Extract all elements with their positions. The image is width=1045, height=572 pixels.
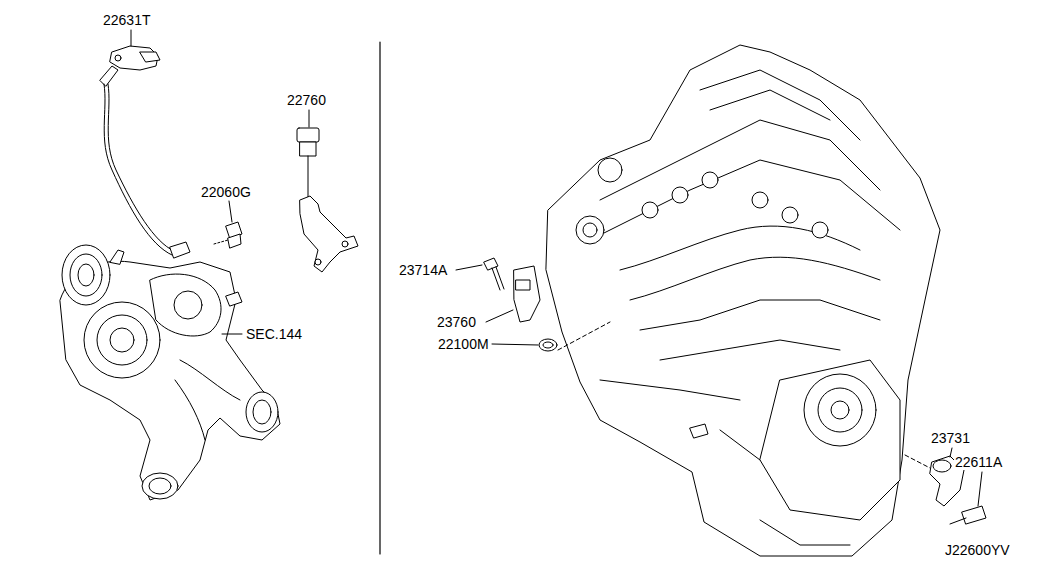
callout-number: 22611A xyxy=(954,455,1003,470)
cam-sensor-parts xyxy=(484,258,610,351)
callout-number: 22760 xyxy=(286,93,327,108)
pressure-sensor xyxy=(100,46,190,258)
turbocharger xyxy=(60,245,280,500)
section-reference: SEC.144 xyxy=(245,327,303,342)
callout-number: 22631T xyxy=(102,13,151,28)
callout-number: 22060G xyxy=(200,185,252,200)
leader-lines xyxy=(131,30,982,506)
callout-number: 23714A xyxy=(398,263,448,278)
temperature-sensor xyxy=(214,222,242,248)
callout-number: 23760 xyxy=(436,315,477,330)
divider-line xyxy=(379,42,380,554)
engine-block xyxy=(546,45,940,556)
callout-number: 22100M xyxy=(437,337,490,352)
callout-number: 23731 xyxy=(930,431,971,446)
diagram-code: J22600YV xyxy=(944,543,1011,558)
sensor-with-bracket xyxy=(297,128,358,272)
